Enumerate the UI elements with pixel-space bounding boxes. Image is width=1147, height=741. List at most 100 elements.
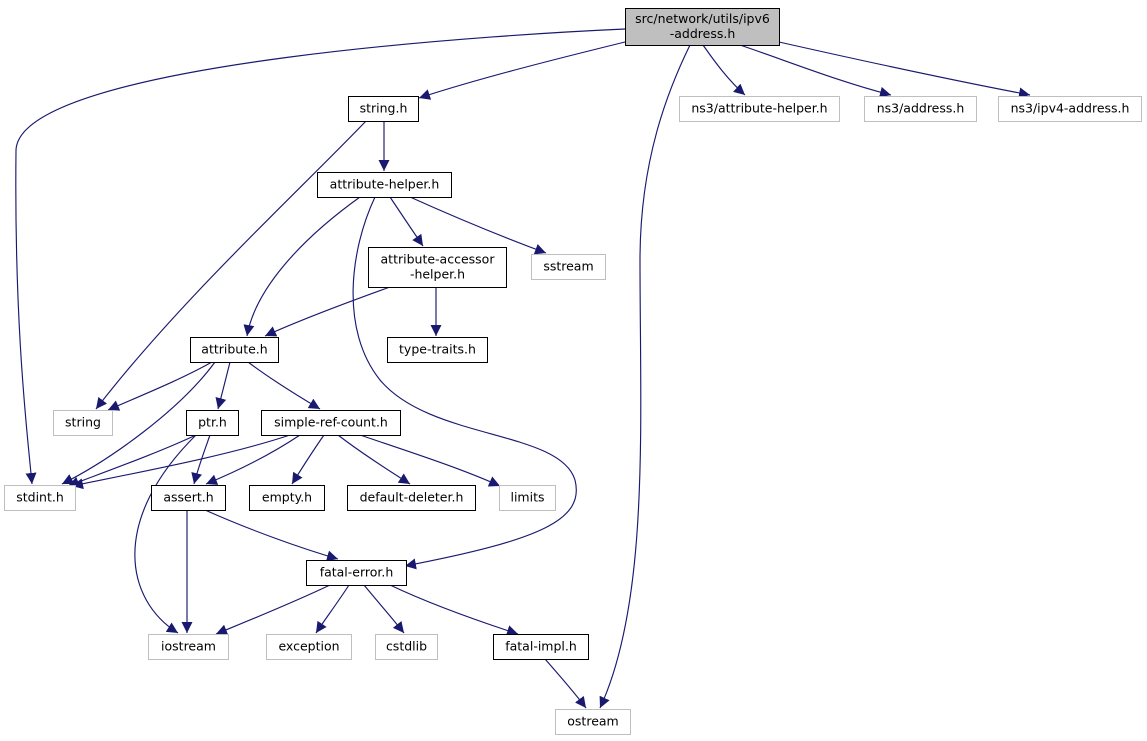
node-box — [53, 410, 113, 436]
edge-simple-ref-count-to-empty-h — [291, 434, 325, 485]
node-limits: limits — [499, 485, 556, 511]
node-fatal-error[interactable]: fatal-error.h — [306, 560, 407, 586]
node-label: exception — [278, 639, 339, 654]
edge-attribute-h-to-stdint — [61, 361, 216, 485]
node-box — [4, 485, 76, 511]
edge-attribute-helper-to-sstream — [409, 196, 547, 255]
node-box — [348, 96, 419, 122]
edge-line — [291, 434, 325, 485]
node-exception: exception — [266, 634, 352, 660]
edge-line — [739, 44, 892, 98]
edge-line — [215, 584, 331, 635]
node-attribute-helper[interactable]: attribute-helper.h — [317, 172, 452, 198]
node-box — [864, 96, 977, 122]
edge-line — [107, 361, 213, 411]
node-attribute-accessor-helper[interactable]: attribute-accessor-helper.h — [368, 247, 507, 288]
node-cstdlib: cstdlib — [375, 634, 438, 660]
node-box — [679, 96, 840, 122]
edge-ptr-h-to-iostream — [134, 434, 197, 634]
edge-line — [418, 41, 626, 100]
node-box — [186, 410, 239, 436]
node-box — [387, 337, 488, 363]
node-label: stdint.h — [16, 490, 64, 505]
node-label: ns3/ipv4-address.h — [1011, 101, 1130, 116]
node-string: string — [53, 410, 113, 436]
edge-attribute-helper-to-attribute-h — [243, 196, 361, 337]
edge-line — [352, 196, 577, 570]
node-label: string — [65, 415, 101, 430]
node-label: assert.h — [163, 490, 213, 505]
node-empty-h[interactable]: empty.h — [249, 485, 325, 511]
edge-fatal-error-to-cstdlib — [363, 584, 405, 634]
edge-attribute-h-to-simple-ref-count — [247, 361, 321, 410]
node-box — [998, 96, 1142, 122]
edge-root-to-ostream — [599, 44, 691, 709]
node-box — [306, 560, 407, 586]
node-box — [368, 247, 507, 288]
edge-line — [264, 286, 391, 337]
edge-line — [61, 361, 216, 485]
edge-fatal-error-to-fatal-impl — [389, 584, 519, 636]
node-ns3-ipv4-address: ns3/ipv4-address.h — [998, 96, 1142, 122]
edge-line — [204, 509, 339, 562]
edge-fatal-impl-to-ostream — [544, 658, 587, 709]
node-box — [375, 634, 438, 660]
edge-line — [71, 434, 291, 490]
node-box — [347, 485, 476, 511]
node-default-deleter[interactable]: default-deleter.h — [347, 485, 476, 511]
node-label: sstream — [543, 259, 593, 274]
edge-line — [95, 120, 367, 410]
node-stdint: stdint.h — [4, 485, 76, 511]
edge-line — [778, 41, 1031, 99]
edge-simple-ref-count-to-assert-h — [205, 434, 301, 485]
edge-root-to-ns3-attribute-helper — [702, 44, 746, 96]
edge-fatal-error-to-iostream — [215, 584, 331, 635]
node-box — [625, 8, 780, 46]
node-box — [493, 634, 589, 660]
node-label: src/network/utils/ipv6 — [635, 11, 770, 26]
edge-line — [15, 28, 626, 485]
node-simple-ref-count[interactable]: simple-ref-count.h — [261, 410, 401, 436]
edge-line — [363, 584, 405, 634]
node-ptr-h[interactable]: ptr.h — [186, 410, 239, 436]
edge-attribute-h-to-ptr-h — [215, 361, 231, 410]
edge-line — [243, 196, 361, 337]
node-attribute-h[interactable]: attribute.h — [190, 337, 279, 363]
node-box — [148, 634, 229, 660]
node-fatal-impl[interactable]: fatal-impl.h — [493, 634, 589, 660]
edge-string-h-to-string — [95, 120, 367, 410]
node-label: ostream — [567, 714, 618, 729]
edge-root-to-string-h — [418, 41, 626, 100]
edge-line — [191, 434, 211, 485]
node-box — [555, 709, 631, 735]
edge-attribute-helper-to-attribute-accessor-helper — [389, 196, 424, 247]
nodes-layer: src/network/utils/ipv6-address.h string.h… — [4, 8, 1142, 735]
node-box — [499, 485, 556, 511]
node-label: attribute-helper.h — [330, 177, 440, 192]
edge-attribute-helper-to-fatal-error — [352, 196, 577, 570]
edge-line — [599, 44, 691, 709]
edge-root-to-stdint — [15, 28, 626, 485]
edge-line — [315, 584, 350, 634]
node-type-traits[interactable]: type-traits.h — [387, 337, 488, 363]
node-box — [190, 337, 279, 363]
edge-line — [359, 434, 501, 487]
node-string-h[interactable]: string.h — [348, 96, 419, 122]
node-label: type-traits.h — [399, 342, 476, 357]
edge-line — [247, 361, 321, 410]
edge-line — [389, 584, 519, 636]
node-label: cstdlib — [386, 639, 427, 654]
node-label: iostream — [161, 639, 216, 654]
edge-line — [544, 658, 587, 709]
node-assert-h[interactable]: assert.h — [151, 485, 226, 511]
edge-line — [205, 434, 301, 485]
edge-simple-ref-count-to-stdint — [71, 434, 291, 490]
node-root[interactable]: src/network/utils/ipv6-address.h — [625, 8, 780, 46]
node-iostream: iostream — [148, 634, 229, 660]
node-label: limits — [510, 490, 544, 505]
node-ostream: ostream — [555, 709, 631, 735]
edge-line — [134, 434, 197, 634]
node-label: ns3/address.h — [877, 101, 965, 116]
node-label: simple-ref-count.h — [274, 415, 388, 430]
